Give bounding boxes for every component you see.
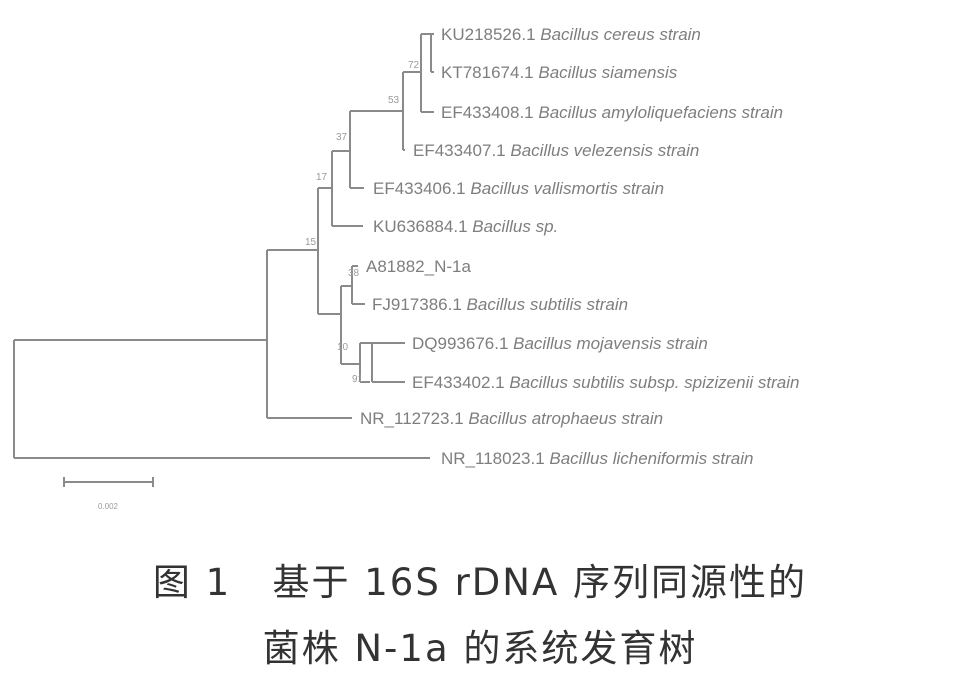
leaf-label: KU636884.1 Bacillus sp.	[373, 217, 558, 236]
bootstrap-value: 37	[336, 132, 348, 143]
leaf-label: DQ993676.1 Bacillus mojavensis strain	[412, 334, 708, 353]
figure-caption-line-1: 图 1 基于 16S rDNA 序列同源性的	[152, 561, 808, 604]
leaf-label: FJ917386.1 Bacillus subtilis strain	[372, 295, 628, 314]
leaf-label: NR_118023.1 Bacillus licheniformis strai…	[441, 449, 753, 468]
leaf-label: EF433402.1 Bacillus subtilis subsp. spiz…	[412, 373, 799, 392]
leaf-label: EF433406.1 Bacillus vallismortis strain	[373, 179, 664, 198]
bootstrap-value: 72	[408, 60, 420, 71]
leaf-label: EF433408.1 Bacillus amyloliquefaciens st…	[441, 103, 783, 122]
bootstrap-value: 53	[388, 95, 400, 106]
bootstrap-value: 91	[352, 374, 364, 385]
scale-bar: 0.002	[63, 477, 154, 511]
leaf-label: NR_112723.1 Bacillus atrophaeus strain	[360, 409, 663, 428]
bootstrap-value: 17	[316, 172, 328, 183]
leaf-label: KT781674.1 Bacillus siamensis	[441, 63, 678, 82]
leaf-label: KU218526.1 Bacillus cereus strain	[441, 25, 701, 44]
leaf-label: EF433407.1 Bacillus velezensis strain	[413, 141, 699, 160]
figure-caption-line-2: 菌株 N-1a 的系统发育树	[262, 627, 698, 670]
leaf-label: A81882_N-1a	[366, 257, 471, 276]
bootstrap-value: 38	[348, 268, 360, 279]
scale-bar-label: 0.002	[98, 502, 119, 511]
bootstrap-value: 10	[337, 342, 349, 353]
phylogenetic-tree: 72 53 37 17 15 38 10 91 KU218526.1 Bacil…	[13, 25, 799, 511]
bootstrap-value: 15	[305, 237, 317, 248]
